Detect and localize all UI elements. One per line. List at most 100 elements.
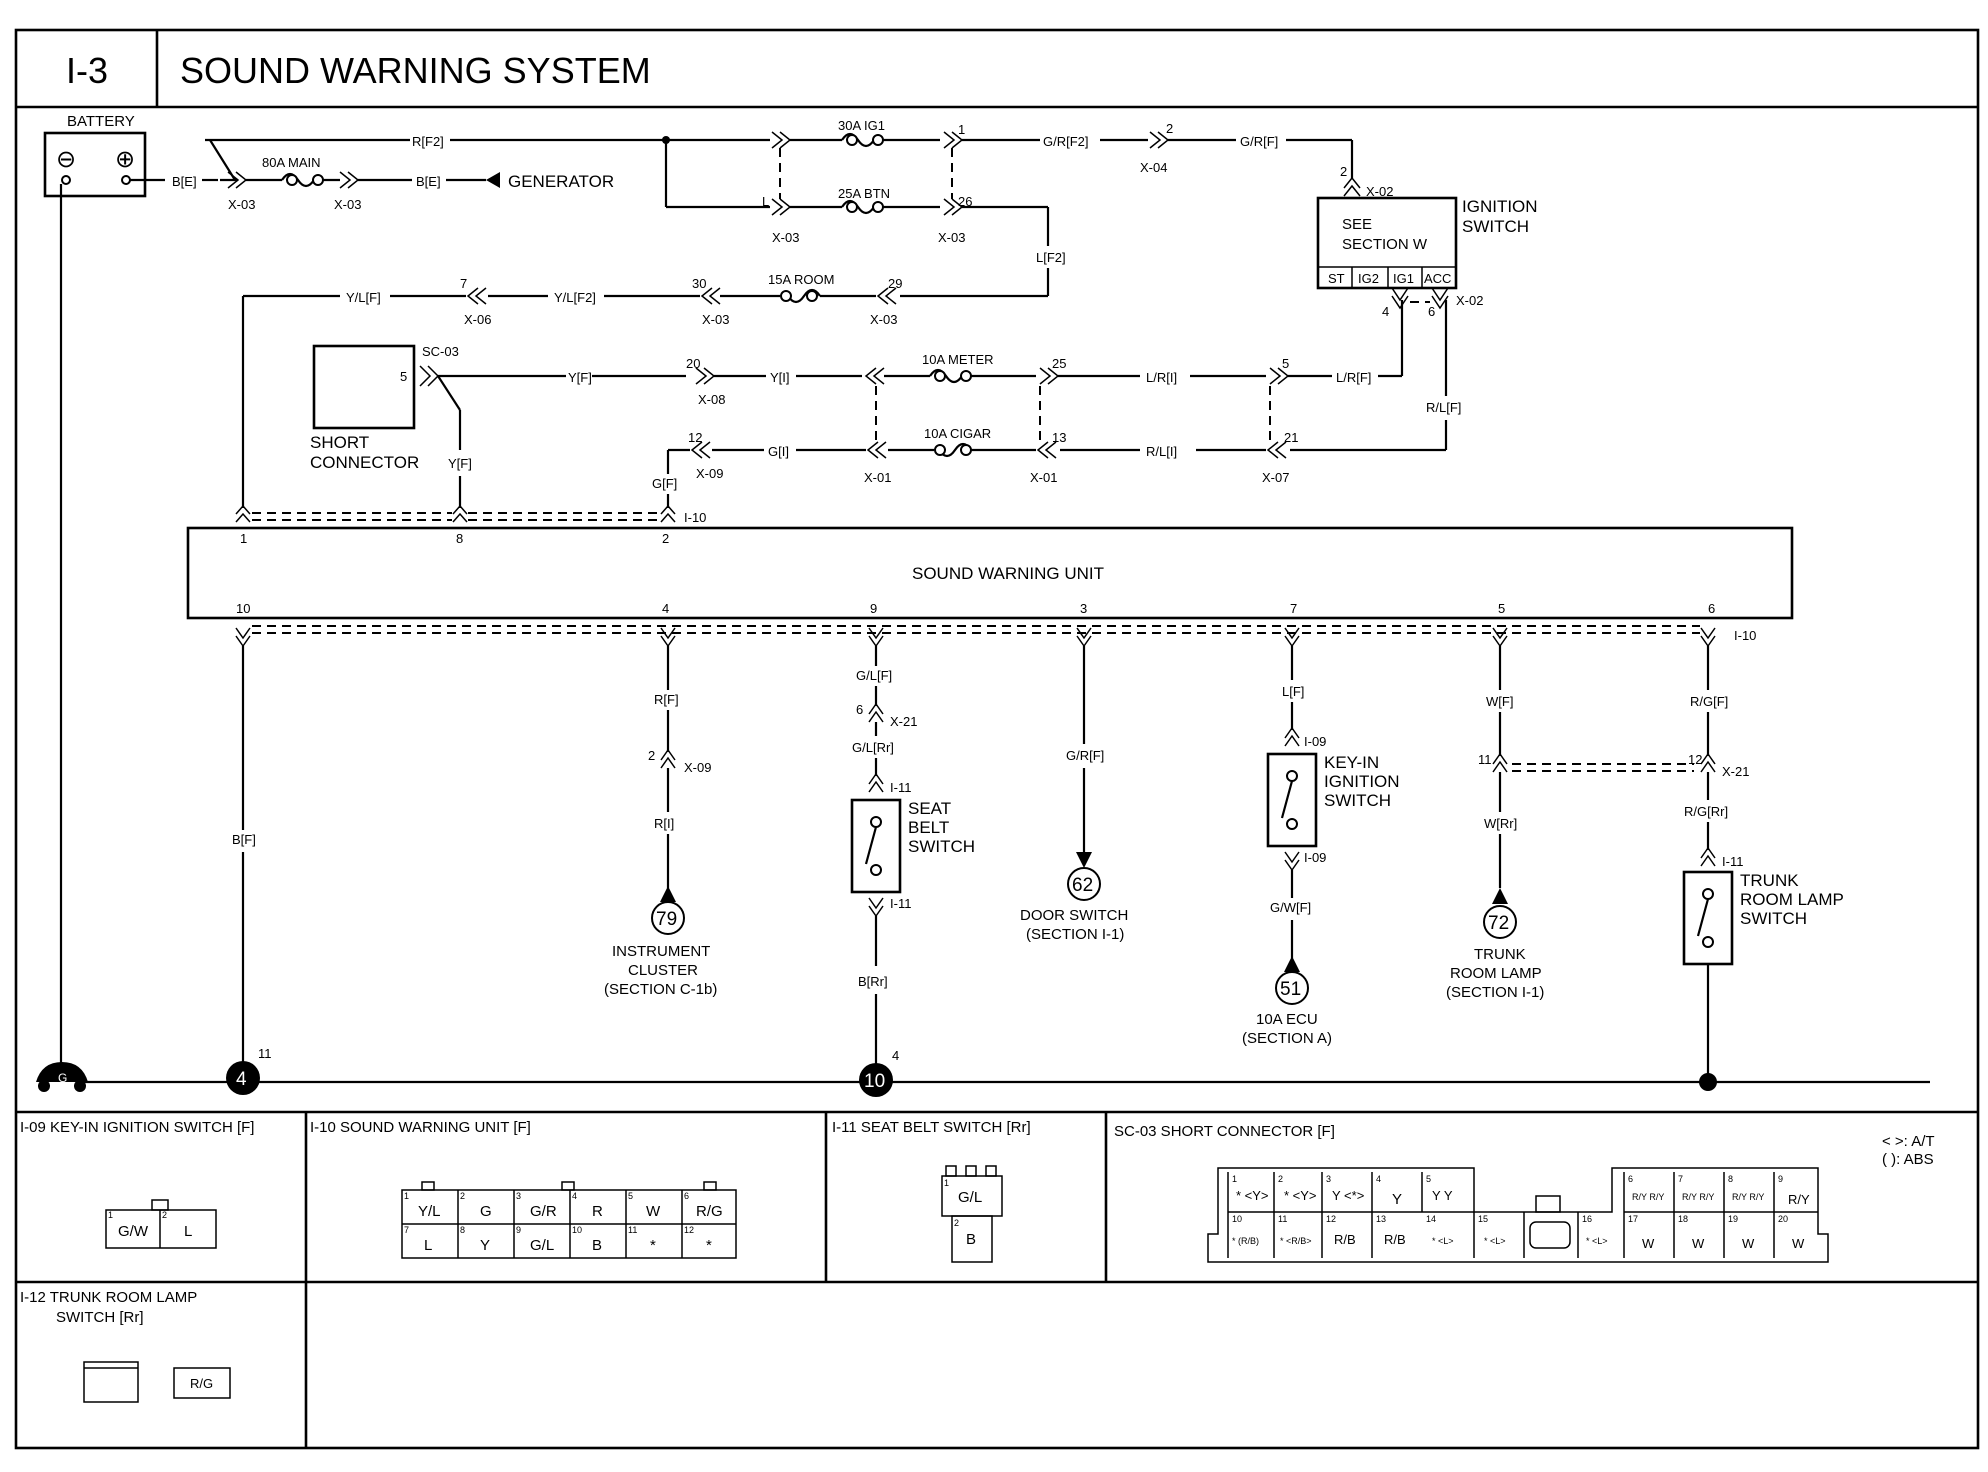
diagram-label: G/L[F] [856,668,892,683]
connector-view-i11: I-11 SEAT BELT SWITCH [Rr] 1 G/L 2 B [832,1119,1031,1263]
diagram-label: R/L[F] [1426,400,1461,415]
diagram-label: B[E] [416,174,441,189]
diagram-label: I-11 [890,896,911,911]
diagram-label: ST [1328,271,1345,286]
diagram-label: * [706,1237,712,1254]
diagram-label: W [1642,1236,1655,1251]
diagram-label: Y[I] [770,370,790,385]
diagram-label: G/W[F] [1270,900,1311,915]
diagram-label: 72 [1488,913,1509,934]
diagram-label: 6 [1428,304,1435,319]
diagram-label: SWITCH [1324,791,1391,810]
short-connector: SHORT CONNECTOR SC-03 5 [310,344,459,472]
diagram-label: 20 [1778,1214,1788,1224]
diagram-label: SWITCH [1462,217,1529,236]
diagram-label: (SECTION C-1b) [604,981,717,998]
diagram-label: R/G[Rr] [1684,804,1728,819]
diagram-label: 5 [1498,601,1505,616]
key-in-ignition-switch: KEY-IN IGNITION SWITCH [1266,752,1400,848]
diagram-label: G/R[F] [1240,134,1278,149]
diagram-label: I-09 [1304,734,1326,749]
diagram-label: L [762,194,769,209]
diagram-label: 9 [870,601,877,616]
diagram-label: R[F2] [412,134,444,149]
diagram-label: R/B [1384,1232,1406,1247]
diagram-label: SEE [1342,216,1372,233]
diagram-label: 2 [1340,164,1347,179]
diagram-label: 2 [1166,121,1173,136]
diagram-label: 2 [662,531,669,546]
diagram-label: 4 [572,1191,577,1201]
diagram-label: I-11 SEAT BELT SWITCH [Rr] [832,1119,1031,1136]
trunk-room-lamp-switch: TRUNK ROOM LAMP SWITCH [1682,870,1844,966]
trunk-room-lamp-ref: 72 TRUNK ROOM LAMP (SECTION I-1) [1446,905,1544,1001]
diagram-label: R/Y [1788,1192,1810,1207]
diagram-label: 79 [656,909,677,930]
diagram-label: 51 [1280,979,1301,1000]
diagram-label: X-04 [1140,160,1167,175]
diagram-label: I-10 [684,510,706,525]
diagram-label: * <Y> [1236,1188,1269,1203]
diagram-label: (SECTION I-1) [1026,926,1124,943]
diagram-label: 1 [958,122,965,137]
diagram-label: W [646,1203,661,1220]
diagram-label: * <L> [1586,1236,1608,1246]
diagram-label: I-12 TRUNK ROOM LAMP [20,1289,197,1306]
diagram-label: * <L> [1432,1236,1454,1246]
diagram-label: G[F] [652,476,677,491]
diagram-label: R/G[F] [1690,694,1728,709]
diagram-label: ROOM LAMP [1450,965,1542,982]
diagram-label: (SECTION I-1) [1446,984,1544,1001]
diagram-label: IG2 [1358,271,1379,286]
diagram-label: 20 [686,356,700,371]
diagram-label: 10 [1232,1214,1242,1224]
diagram-label: 29 [888,276,902,291]
diagram-label: 3 [516,1191,521,1201]
diagram-label: BELT [908,818,949,837]
diagram-label: 30A IG1 [838,118,885,133]
diagram-label: 9 [516,1225,521,1235]
diagram-label: I-09 KEY-IN IGNITION SWITCH [F] [20,1119,254,1136]
diagram-label: 7 [1290,601,1297,616]
diagram-label: 8 [460,1225,465,1235]
diagram-label: Y/L[F] [346,290,381,305]
ground-point-10: 10 4 [859,1048,899,1097]
diagram-label: W [1692,1236,1705,1251]
diagram-label: 4 [1376,1174,1381,1184]
diagram-label: Y/L [418,1203,441,1220]
diagram-label: 15A ROOM [768,272,834,287]
diagram-label: X-09 [684,760,711,775]
diagram-label: (SECTION A) [1242,1030,1332,1047]
diagram-label: SWITCH [908,837,975,856]
diagram-label: 16 [1582,1214,1592,1224]
diagram-label: X-09 [696,466,723,481]
diagram-label: X-08 [698,392,725,407]
diagram-label: 5 [1282,356,1289,371]
diagram-label: SWITCH [1740,909,1807,928]
diagram-label: 7 [1678,1174,1683,1184]
diagram-label: 2 [460,1191,465,1201]
battery-minus-icon: ⊖ [56,146,76,173]
diagram-label: < >: A/T [1882,1133,1935,1150]
diagram-label: 26 [958,194,972,209]
diagram-label: X-03 [334,197,361,212]
diagram-label: 8 [456,531,463,546]
diagram-label: TRUNK [1740,871,1799,890]
diagram-label: 1 [108,1210,113,1220]
diagram-label: X-03 [228,197,255,212]
diagram-label: 12 [688,430,702,445]
diagram-label: SHORT [310,433,369,452]
diagram-label: X-07 [1262,470,1289,485]
diagram-label: 1 [404,1191,409,1201]
diagram-label: 8 [1728,1174,1733,1184]
seat-belt-switch: SEAT BELT SWITCH [850,798,975,894]
diagram-label: R[F] [654,692,679,707]
diagram-label: 10A METER [922,352,994,367]
battery: BATTERY ⊖ ⊕ [43,113,147,198]
diagram-label: X-03 [702,312,729,327]
diagram-label: Y/L[F2] [554,290,596,305]
diagram-label: INSTRUMENT [612,943,710,960]
diagram-label: 10A CIGAR [924,426,991,441]
diagram-label: 25 [1052,356,1066,371]
diagram-label: W [1742,1236,1755,1251]
